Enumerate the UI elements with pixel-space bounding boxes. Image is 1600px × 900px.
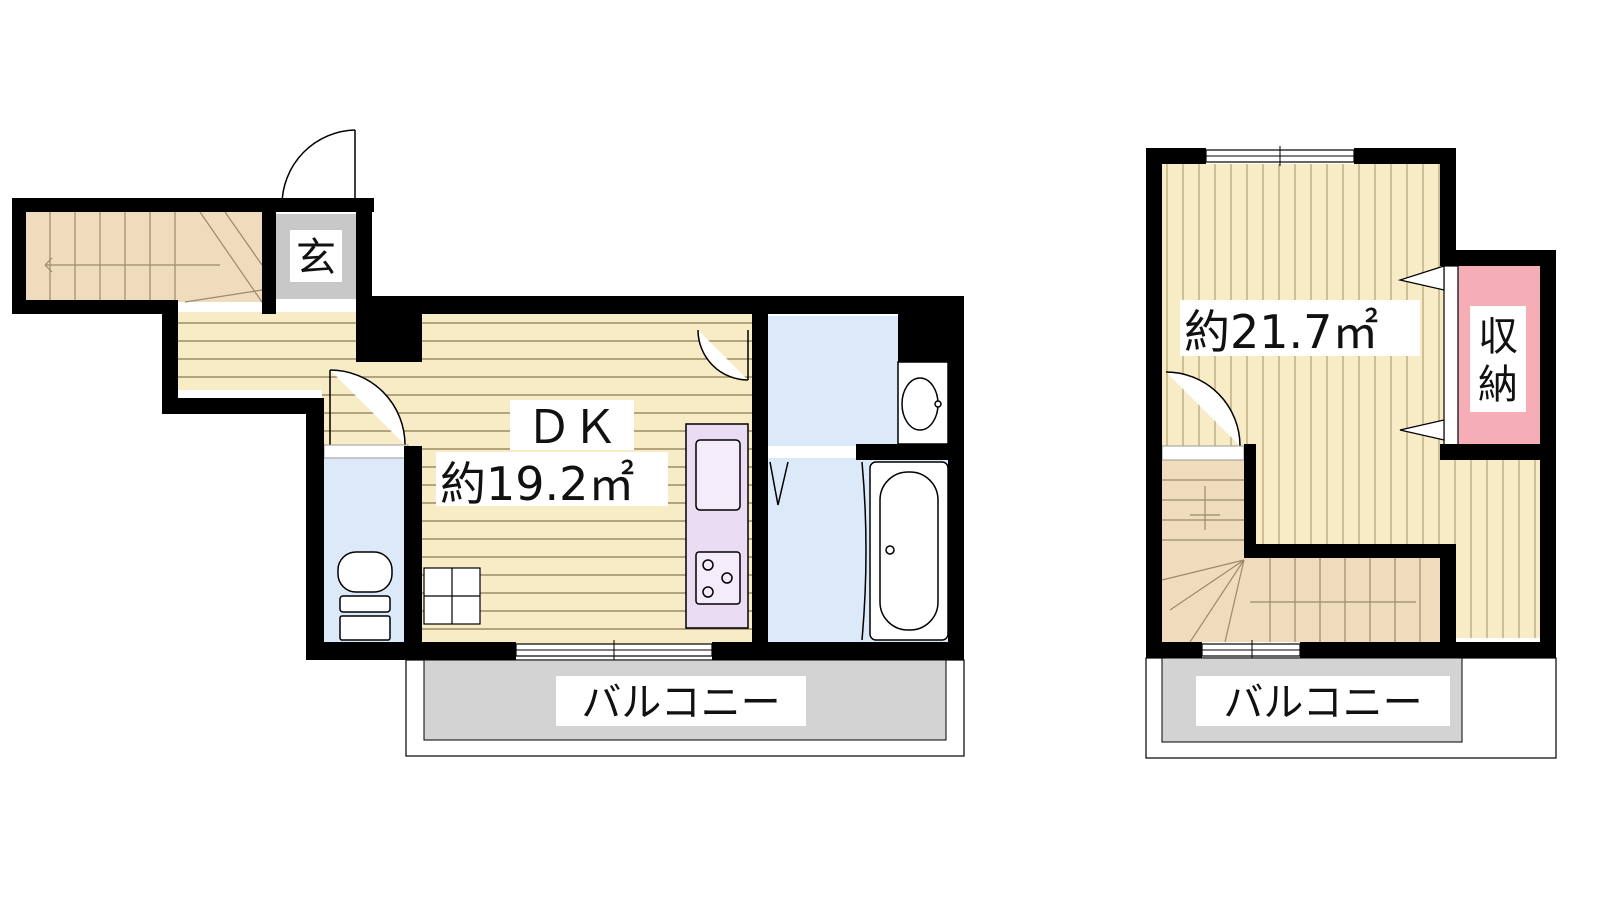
balcony-label-box-floor-1: [556, 676, 806, 726]
window-bottom-floor-2: [1201, 640, 1301, 660]
walls-floor-1: [12, 198, 964, 660]
kitchen-counter: [685, 423, 749, 629]
floor-1: 玄: [12, 129, 965, 757]
entrance-label: 玄: [296, 235, 336, 281]
walls-floor-2: [1146, 148, 1556, 658]
stair-run-floor-2: [1244, 556, 1440, 642]
window-top-floor-2: [1205, 146, 1355, 166]
entrance-label-box: [290, 230, 342, 282]
stair-area-floor-1: [24, 212, 262, 302]
bathtub-icon: [869, 461, 949, 641]
room-area-box-floor-2: [1180, 300, 1420, 356]
washbasin-icon: [897, 361, 949, 445]
bath-folding-door-icon[interactable]: [769, 461, 789, 506]
washroom-door-swing-icon[interactable]: [697, 329, 749, 381]
toilet-room-floor: [324, 458, 408, 644]
stair-treads-floor-2: [1161, 479, 1421, 643]
dk-area-box: [436, 452, 668, 506]
dk-room-label: ＤＫ: [526, 400, 618, 454]
dk-label-box: [510, 400, 634, 450]
window-floor-1: [515, 640, 713, 660]
storage-label-1: 収: [1478, 314, 1518, 360]
stove-icon: [695, 551, 741, 605]
floor-2: 収 納 約21.7㎡: [1145, 146, 1557, 759]
dk-room-area: 約19.2㎡: [440, 457, 634, 511]
stair-area-floor-2: [1162, 460, 1244, 642]
balcony-label-floor-1: バルコニー: [581, 680, 780, 726]
closet-floor-2: [1448, 460, 1544, 638]
dining-table-icon: [423, 567, 481, 625]
entrance-door-swing-icon[interactable]: [281, 129, 356, 206]
toilet-icon: [337, 551, 393, 641]
sink-icon: [695, 439, 741, 511]
storage-label-2: 納: [1478, 362, 1518, 408]
room-area-floor-2: 約21.7㎡: [1184, 305, 1378, 359]
toilet-door-swing-icon[interactable]: [329, 369, 406, 446]
storage-label-box: [1470, 306, 1526, 412]
stair-door-swing-icon[interactable]: [1165, 371, 1241, 447]
stair-treads-floor-1: [44, 211, 263, 303]
balcony-label-box-floor-2: [1196, 676, 1450, 726]
balcony-label-floor-2: バルコニー: [1223, 680, 1422, 726]
